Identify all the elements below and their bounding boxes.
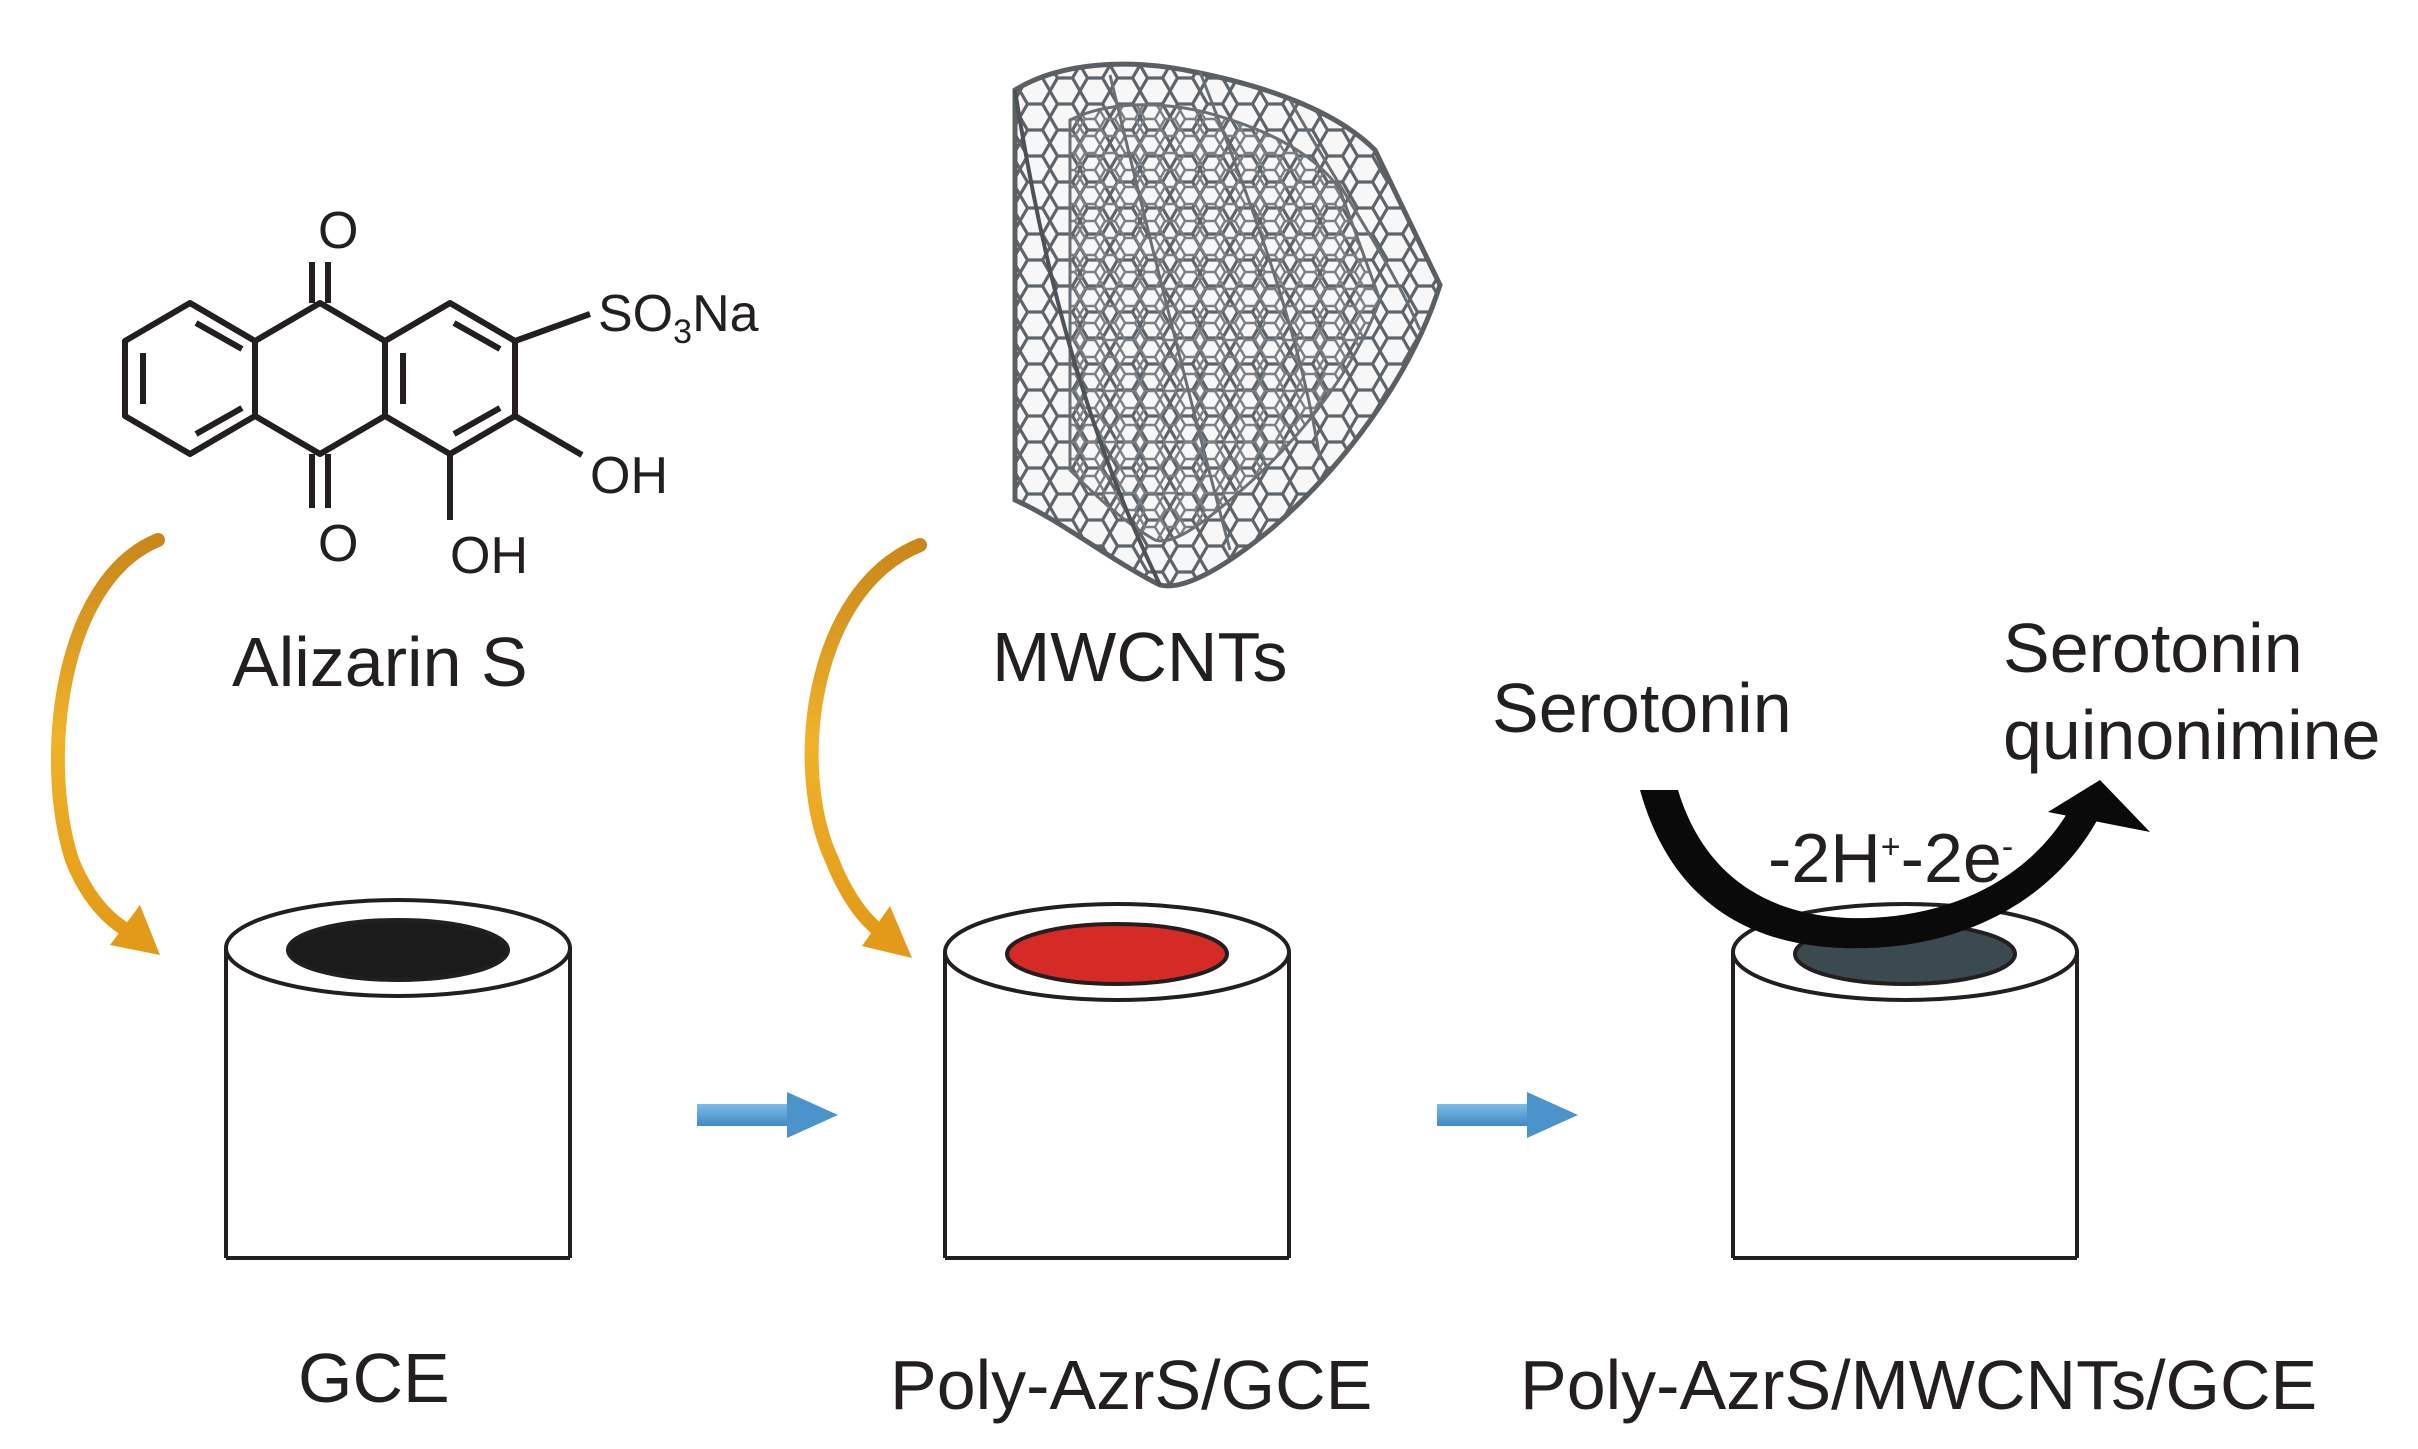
substituent-oh-bottom: OH — [450, 527, 528, 585]
loss-proton-sup: + — [1880, 828, 1901, 866]
so3na-part-a: SO — [598, 285, 674, 343]
alizarin-s-structure — [122, 262, 592, 520]
label-product-line1: Serotonin — [2003, 609, 2303, 687]
substituent-so3na: SO3Na — [598, 285, 759, 349]
label-gce: GCE — [298, 1339, 450, 1417]
loss-electron-sup: - — [2001, 828, 2014, 866]
step-arrow-1 — [697, 1092, 838, 1138]
label-alizarin-s: Alizarin S — [232, 623, 528, 701]
electrode-surface-gce — [286, 918, 510, 982]
electrode-surface-poly-azrs — [1005, 922, 1229, 986]
mwcnt-graphic — [1012, 61, 1443, 589]
curved-arrow-mwcnt-to-electrode — [804, 538, 927, 958]
so3na-subscript: 3 — [673, 313, 693, 351]
step-arrow-2 — [1437, 1092, 1578, 1138]
so3na-part-b: Na — [692, 285, 759, 343]
electrode-gce — [224, 898, 572, 1260]
label-reaction-loss: -2H+-2e- — [1768, 823, 2013, 893]
substituent-oh-right: OH — [590, 447, 668, 505]
curved-arrow-alizarin-to-gce — [50, 533, 165, 955]
reaction-arrow — [1640, 780, 2150, 949]
electrode-poly-azrs-gce — [943, 902, 1291, 1260]
label-poly-azrs-mwcnts-gce: Poly-AzrS/MWCNTs/GCE — [1520, 1346, 2318, 1424]
label-reactant-serotonin: Serotonin — [1492, 669, 1792, 747]
label-product-line2: quinonimine — [2003, 696, 2381, 774]
electrode-poly-azrs-mwcnts-gce — [1731, 902, 2079, 1260]
atom-o-bottom: O — [318, 515, 359, 573]
label-mwcnts: MWCNTs — [992, 618, 1288, 696]
loss-proton: -2H — [1768, 819, 1881, 897]
label-poly-azrs-gce: Poly-AzrS/GCE — [890, 1346, 1373, 1424]
loss-electron: -2e — [1900, 819, 2002, 897]
atom-o-top: O — [318, 202, 359, 260]
